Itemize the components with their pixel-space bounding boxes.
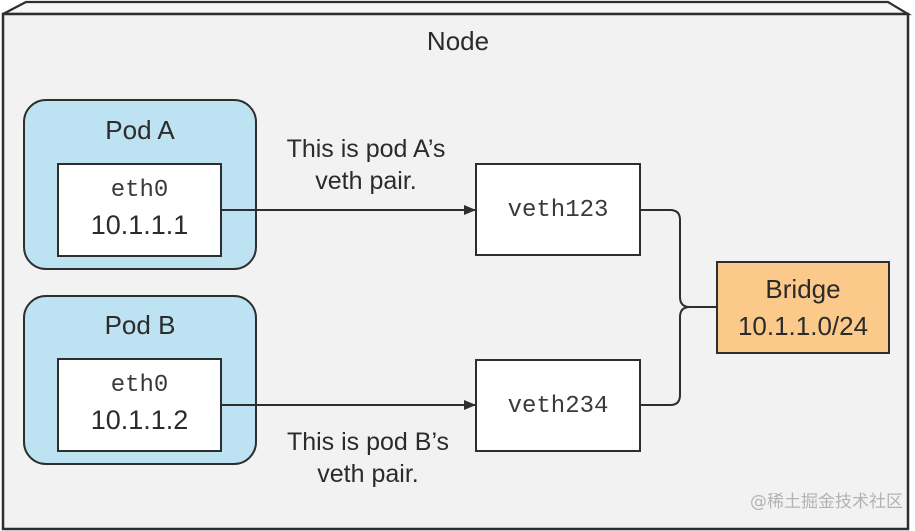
bridge-cidr: 10.1.1.0/24 (737, 311, 869, 341)
connector-veth123-to-bridge (640, 209, 717, 308)
pod-b-title: Pod B (104, 310, 176, 340)
pod-a-title: Pod A (105, 115, 175, 145)
veth123-label: veth123 (507, 197, 609, 224)
pod-b-veth-caption-line2: veth pair. (317, 460, 419, 488)
veth234-box (475, 359, 641, 452)
pod-a-veth-caption-line1: This is pod A’s (286, 135, 446, 163)
node-box-top (2, 0, 912, 16)
pod-b-interface: eth0 (110, 372, 169, 399)
bridge-title: Bridge (765, 274, 841, 304)
pod-a-veth-caption-line2: veth pair. (315, 167, 417, 195)
pod-b-veth-caption-line1: This is pod B’s (286, 428, 450, 456)
connector-veth234-to-bridge (640, 306, 691, 406)
veth123-box (475, 163, 641, 256)
pod-a-ip: 10.1.1.1 (90, 210, 189, 240)
watermark: @稀土掘金技术社区 (750, 492, 903, 512)
veth234-label: veth234 (507, 393, 609, 420)
pod-b-eth0-box (57, 358, 222, 452)
node-title: Node (426, 26, 490, 56)
pod-b-ip: 10.1.1.2 (90, 405, 189, 435)
pod-a-interface: eth0 (110, 177, 169, 204)
